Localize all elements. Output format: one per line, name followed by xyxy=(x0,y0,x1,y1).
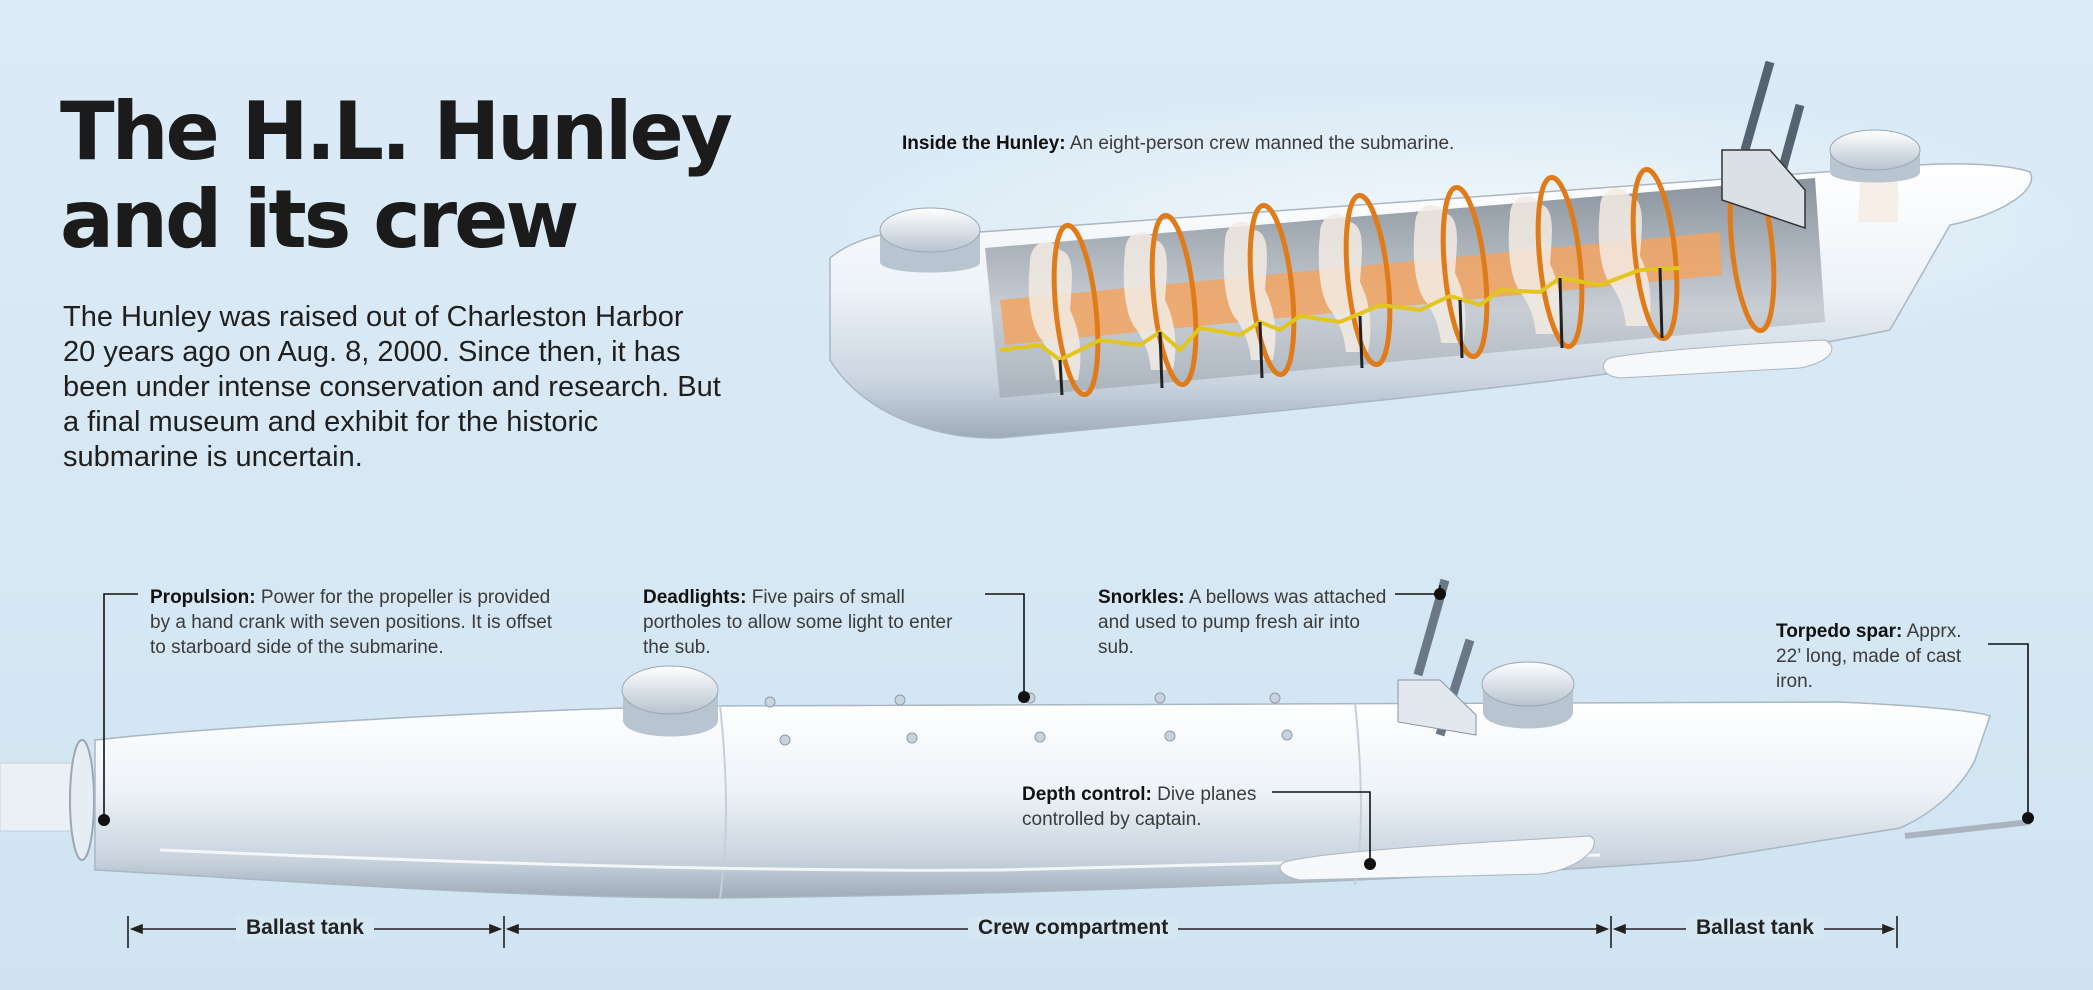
hand-crank xyxy=(999,266,1681,363)
cutaway-view xyxy=(800,60,2093,439)
snorkles-annotation: Snorkles: A bellows was attached and use… xyxy=(1098,585,1398,660)
cutaway-snorkel xyxy=(1721,60,1806,230)
leader-lines xyxy=(103,585,2029,864)
crew-compartment-label: Crew compartment xyxy=(968,916,1179,940)
side-view xyxy=(0,578,2031,899)
torpedo-annotation: Torpedo spar: Apprx. 22’ long, made of c… xyxy=(1776,619,1986,694)
deadlights-annotation: Deadlights: Five pairs of small porthole… xyxy=(643,585,983,660)
cutaway-dive-plane xyxy=(1602,339,1833,379)
propulsion-annotation: Propulsion: Power for the propeller is p… xyxy=(150,585,560,660)
crank-rods xyxy=(1058,267,1664,396)
title-line-2: and its crew xyxy=(60,173,579,266)
leader-dots xyxy=(98,588,2034,870)
hatch-front xyxy=(621,665,719,737)
inside-text: An eight-person crew manned the submarin… xyxy=(1069,133,1455,154)
page-title: The H.L. Hunley and its crew xyxy=(60,85,733,266)
title-line-1: The H.L. Hunley xyxy=(60,85,733,178)
dive-plane xyxy=(1279,835,1595,881)
torpedo-label: Torpedo spar: xyxy=(1776,621,1903,642)
hull-ribs xyxy=(1051,158,1777,398)
torpedo-text: Apprx. 22’ long, made of cast iron. xyxy=(1776,621,1962,692)
deadlights-portholes xyxy=(764,692,1293,746)
ballast-tank-right-label: Ballast tank xyxy=(1686,916,1824,940)
propeller-shroud xyxy=(0,762,76,832)
snorkels xyxy=(1397,578,1477,737)
propeller-icon xyxy=(69,739,95,861)
snorkles-label: Snorkles: xyxy=(1098,587,1185,608)
propulsion-text: Power for the propeller is provided by a… xyxy=(150,587,553,658)
cutaway-hatch-rear xyxy=(1829,129,1921,183)
hatch-rear xyxy=(1481,661,1575,729)
depth-label: Depth control: xyxy=(1022,784,1152,805)
depth-text: Dive planes controlled by captain. xyxy=(1022,784,1257,830)
cutaway-hatch-front xyxy=(879,207,981,273)
torpedo-spar xyxy=(1904,819,2031,839)
deadlights-text: Five pairs of small portholes to allow s… xyxy=(643,587,953,658)
inside-label: Inside the Hunley: xyxy=(902,133,1066,154)
ballast-tank-left-label: Ballast tank xyxy=(236,916,374,940)
depth-annotation: Depth control: Dive planes controlled by… xyxy=(1022,782,1272,832)
inside-caption: Inside the Hunley: An eight-person crew … xyxy=(902,131,1454,156)
propulsion-label: Propulsion: xyxy=(150,587,256,608)
snorkles-text: A bellows was attached and used to pump … xyxy=(1098,587,1387,658)
intro-text: The Hunley was raised out of Charleston … xyxy=(63,301,721,473)
deadlights-label: Deadlights: xyxy=(643,587,747,608)
